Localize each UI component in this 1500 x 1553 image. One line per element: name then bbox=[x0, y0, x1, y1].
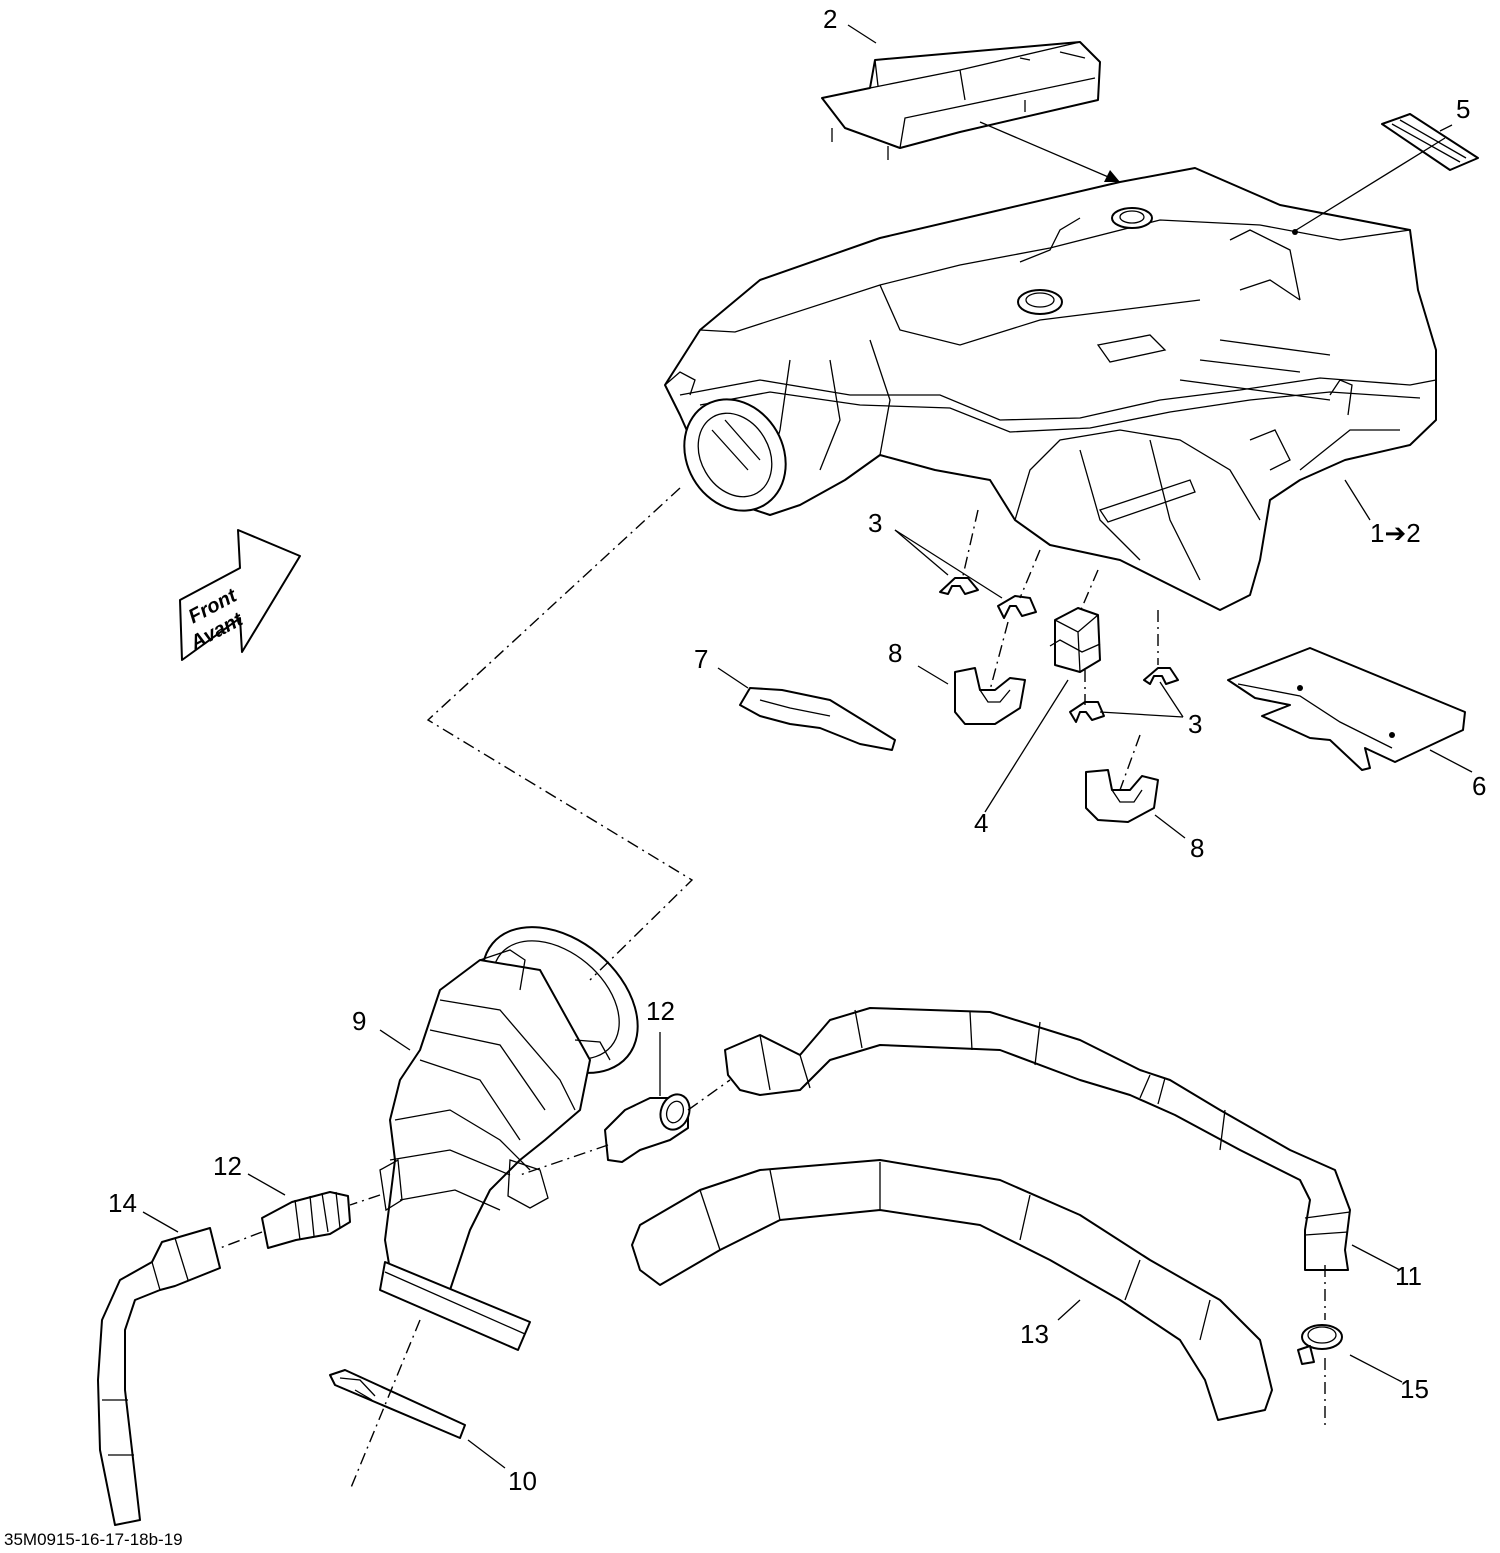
callout-14: 14 bbox=[108, 1188, 137, 1218]
callout-8-bottom: 8 bbox=[1190, 833, 1204, 863]
callout-6: 6 bbox=[1472, 771, 1486, 801]
part-11-hose bbox=[724, 1007, 1351, 1271]
part-13-hose bbox=[631, 1159, 1273, 1421]
part-10-clamp bbox=[329, 1369, 466, 1439]
part-2-lid bbox=[821, 41, 1101, 160]
callout-8-top: 8 bbox=[888, 638, 902, 668]
part-9-adaptor bbox=[379, 926, 639, 1351]
callout-3-right: 3 bbox=[1188, 709, 1202, 739]
part-15-clamp bbox=[1297, 1324, 1343, 1365]
callout-4: 4 bbox=[974, 808, 988, 838]
assembly-lines bbox=[219, 487, 1326, 1491]
front-direction-arrow: Front Avant bbox=[179, 529, 301, 661]
callout-1: 1➔2 bbox=[1370, 518, 1421, 548]
callout-11: 11 bbox=[1395, 1261, 1422, 1291]
part-4-sleeve bbox=[1049, 607, 1101, 673]
part-8-brackets bbox=[954, 667, 1159, 823]
figure-id: 35M0915-16-17-18b-19 bbox=[4, 1530, 183, 1549]
part-6-shield bbox=[1227, 647, 1466, 771]
leader-lid-to-box bbox=[979, 121, 1121, 183]
callout-2: 2 bbox=[823, 4, 837, 34]
callout-12-left: 12 bbox=[213, 1151, 242, 1181]
callout-13: 13 bbox=[1020, 1319, 1049, 1349]
part-5-decal bbox=[1381, 113, 1479, 171]
callout-5: 5 bbox=[1456, 94, 1470, 124]
callout-10: 10 bbox=[508, 1466, 537, 1496]
callout-12-right: 12 bbox=[646, 996, 675, 1026]
callout-labels: 1➔2 2 3 3 4 5 6 7 8 8 9 10 11 12 12 13 1… bbox=[108, 4, 1486, 1496]
part-1-air-box bbox=[664, 167, 1437, 611]
part-7-strip bbox=[739, 687, 896, 751]
callout-7: 7 bbox=[694, 644, 708, 674]
part-14-hose bbox=[97, 1227, 221, 1526]
part-3-clips bbox=[939, 577, 1179, 723]
callout-15: 15 bbox=[1400, 1374, 1429, 1404]
callout-3-top: 3 bbox=[868, 508, 882, 538]
callout-9: 9 bbox=[352, 1006, 366, 1036]
leader-lines bbox=[142, 24, 1473, 1469]
part-12-fittings bbox=[261, 1093, 691, 1249]
